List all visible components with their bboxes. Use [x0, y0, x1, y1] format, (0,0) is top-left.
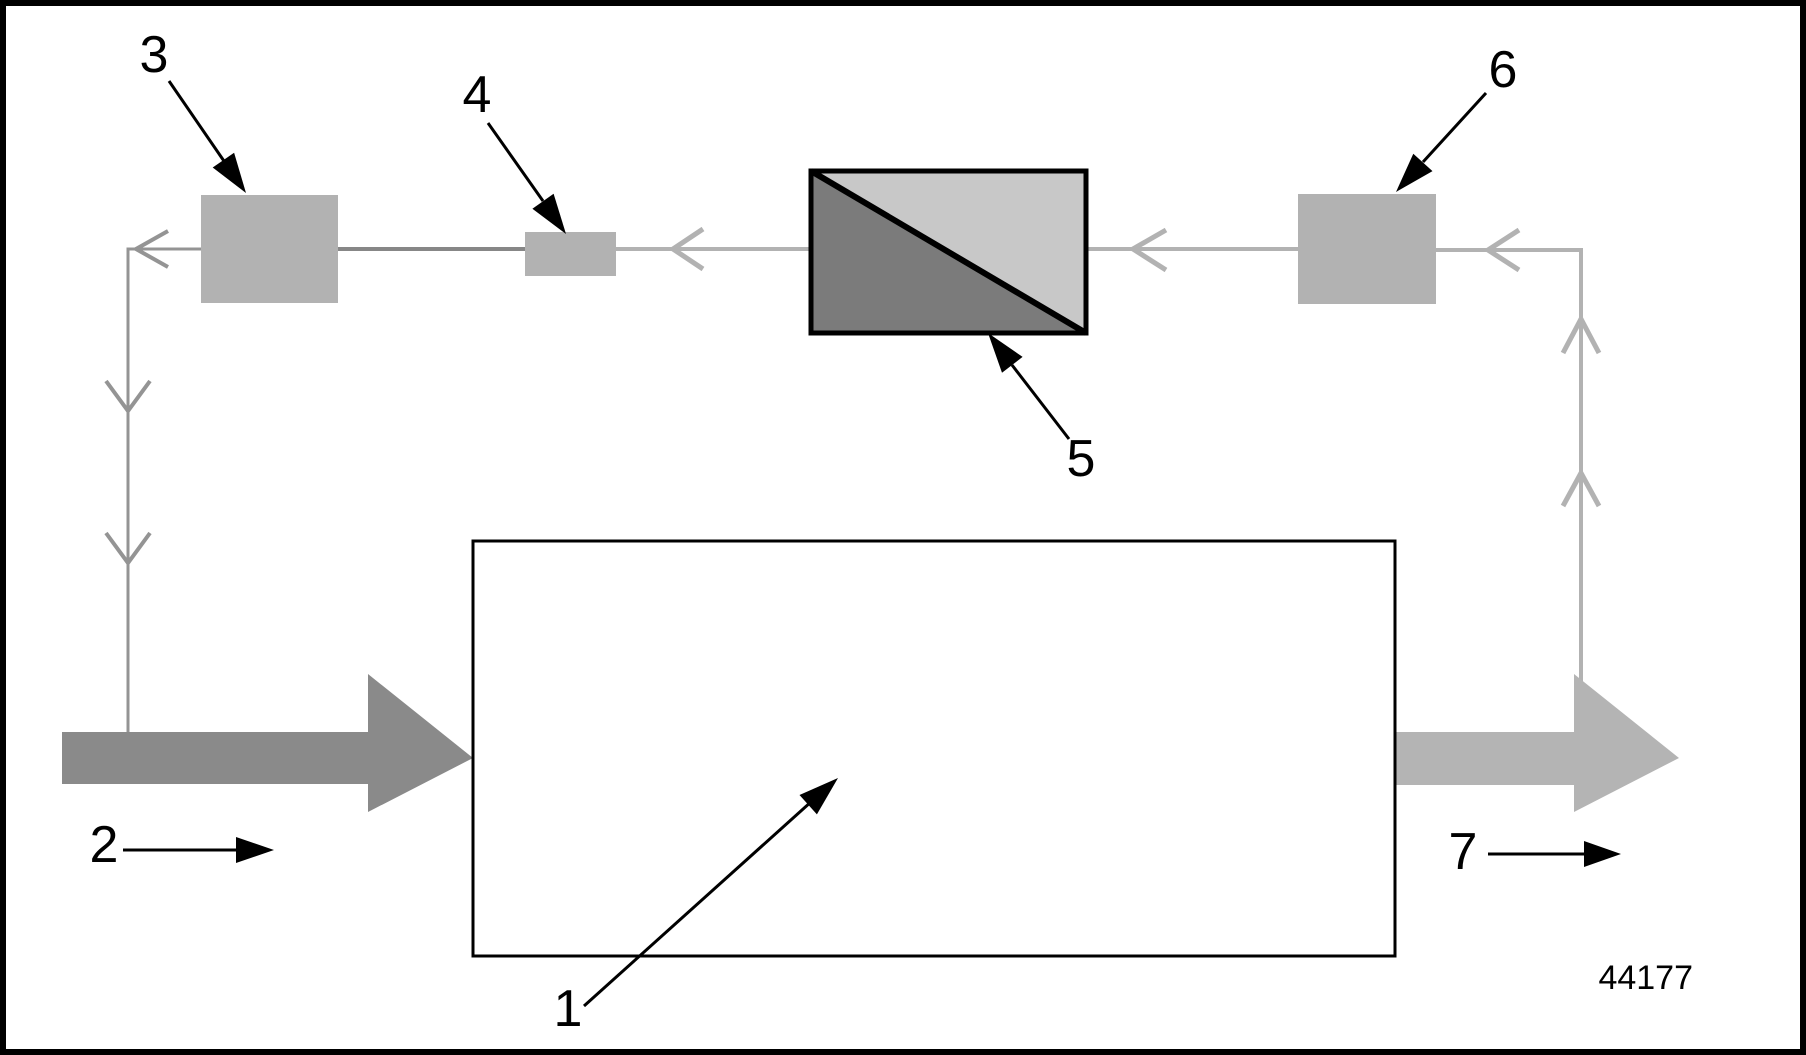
component-box-5	[808, 168, 1089, 336]
callout-leader-4	[486, 122, 545, 202]
component-box-4	[525, 232, 616, 276]
flow-line-right	[1436, 248, 1583, 732]
callout-label-1: 1	[553, 980, 583, 1038]
diagram-graphics	[62, 80, 1679, 1008]
callout-arrowhead-1	[799, 778, 838, 815]
chevron-left-at-corner	[131, 229, 169, 269]
figure-number: 44177	[1598, 959, 1693, 997]
callout-label-2: 2	[89, 816, 119, 874]
chevron-down-left-2	[104, 531, 152, 567]
chevron-left-before-box6	[1483, 227, 1521, 273]
callout-leader-5	[1010, 364, 1071, 440]
main-box-1	[471, 539, 1397, 958]
box5-border	[808, 168, 1089, 336]
component-box-3	[201, 195, 338, 303]
chevron-left-before-box4	[668, 226, 705, 272]
callout-leader-3	[167, 80, 228, 165]
input-flow-arrow	[62, 674, 473, 812]
callout-arrowhead-3	[212, 152, 246, 193]
callout-leader-1	[582, 799, 814, 1008]
callout-arrowhead-7	[1584, 841, 1621, 867]
chevron-up-right-2	[1560, 467, 1602, 508]
callout-arrowhead-2	[236, 837, 274, 863]
callout-label-4: 4	[462, 66, 492, 124]
chevron-down-left-1	[104, 379, 152, 415]
callout-label-3: 3	[139, 26, 169, 84]
callout-arrowhead-5	[988, 333, 1023, 373]
flow-line-left	[126, 247, 201, 732]
chevron-up-right-1	[1560, 313, 1602, 355]
box5-diagonal	[809, 168, 1088, 336]
callout-label-7: 7	[1448, 823, 1478, 881]
callout-arrowhead-6	[1396, 153, 1433, 192]
chevron-left-before-box5	[1128, 227, 1168, 273]
callout-label-6: 6	[1488, 41, 1518, 99]
callout-arrowhead-4	[532, 193, 566, 234]
output-flow-arrow	[1395, 674, 1679, 812]
callout-leader-6	[1421, 91, 1488, 164]
component-box-6	[1298, 194, 1436, 304]
callout-label-5: 5	[1066, 430, 1096, 488]
